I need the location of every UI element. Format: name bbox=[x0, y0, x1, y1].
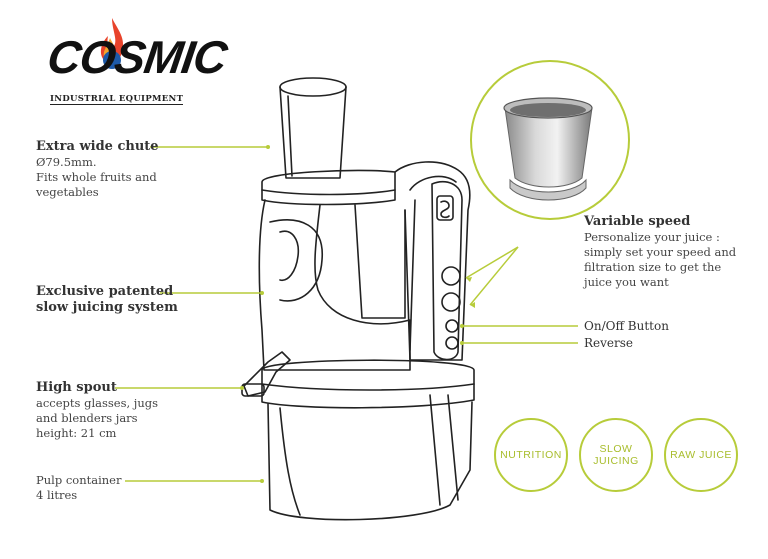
chute-body bbox=[279, 86, 347, 179]
badge-raw-juice: RAW JUICE bbox=[664, 418, 738, 492]
motor-head bbox=[394, 161, 471, 361]
onoff-label: On/Off Button bbox=[584, 319, 669, 333]
leader-speed-1 bbox=[465, 246, 519, 279]
badge-nutrition: NUTRITION bbox=[494, 418, 568, 492]
speed-knob-lower bbox=[441, 292, 461, 312]
brand-logo: COSMIC INDUSTRIAL EQUIPMENT bbox=[40, 18, 250, 110]
feature-juicing-title2: slow juicing system bbox=[36, 300, 178, 315]
feature-pulp-line1: Pulp container bbox=[36, 473, 122, 487]
logo-subtitle: INDUSTRIAL EQUIPMENT bbox=[50, 94, 184, 105]
pulp-container bbox=[267, 401, 473, 521]
feature-juicing-title1: Exclusive patented bbox=[36, 284, 174, 299]
feature-speed-line4: juice you want bbox=[584, 275, 669, 289]
feature-juicing: Exclusive patented slow juicing system bbox=[36, 284, 196, 316]
chute-collar bbox=[261, 169, 396, 206]
brand-badge-icon bbox=[436, 195, 454, 221]
feature-chute-line1: Ø79.5mm. bbox=[36, 155, 97, 169]
control-panel bbox=[431, 180, 463, 361]
feature-spout-title: High spout bbox=[36, 380, 117, 395]
flame-icon bbox=[100, 18, 124, 69]
base-top bbox=[261, 359, 475, 409]
feature-speed-line1: Personalize your juice : bbox=[584, 230, 720, 244]
feature-spout-line1: accepts glasses, jugs bbox=[36, 396, 159, 410]
spout bbox=[243, 351, 291, 397]
feature-chute: Extra wide chute Ø79.5mm. Fits whole fru… bbox=[36, 139, 196, 200]
speed-knob-upper bbox=[441, 266, 461, 286]
feature-spout-line2: and blenders jars bbox=[36, 411, 138, 425]
feature-speed: Variable speed Personalize your juice : … bbox=[584, 214, 764, 290]
feature-chute-line3: vegetables bbox=[36, 185, 99, 199]
reverse-button-icon bbox=[445, 336, 459, 350]
feature-chute-line2: Fits whole fruits and bbox=[36, 170, 157, 184]
main-body bbox=[258, 199, 411, 371]
feature-speed-title: Variable speed bbox=[584, 214, 691, 229]
feature-pulp-line2: 4 litres bbox=[36, 488, 78, 502]
feature-chute-title: Extra wide chute bbox=[36, 139, 159, 154]
feature-pulp: Pulp container 4 litres bbox=[36, 473, 196, 503]
leader-speed-2 bbox=[469, 246, 519, 306]
feature-spout-line3: height: 21 cm bbox=[36, 426, 117, 440]
onoff-button-icon bbox=[445, 319, 459, 333]
reverse-label: Reverse bbox=[584, 336, 634, 350]
feature-speed-line3: filtration size to get the bbox=[584, 260, 722, 274]
feature-speed-line2: simply set your speed and bbox=[584, 245, 737, 259]
feature-spout: High spout accepts glasses, jugs and ble… bbox=[36, 380, 196, 441]
badge-slow-juicing: SLOW JUICING bbox=[579, 418, 653, 492]
